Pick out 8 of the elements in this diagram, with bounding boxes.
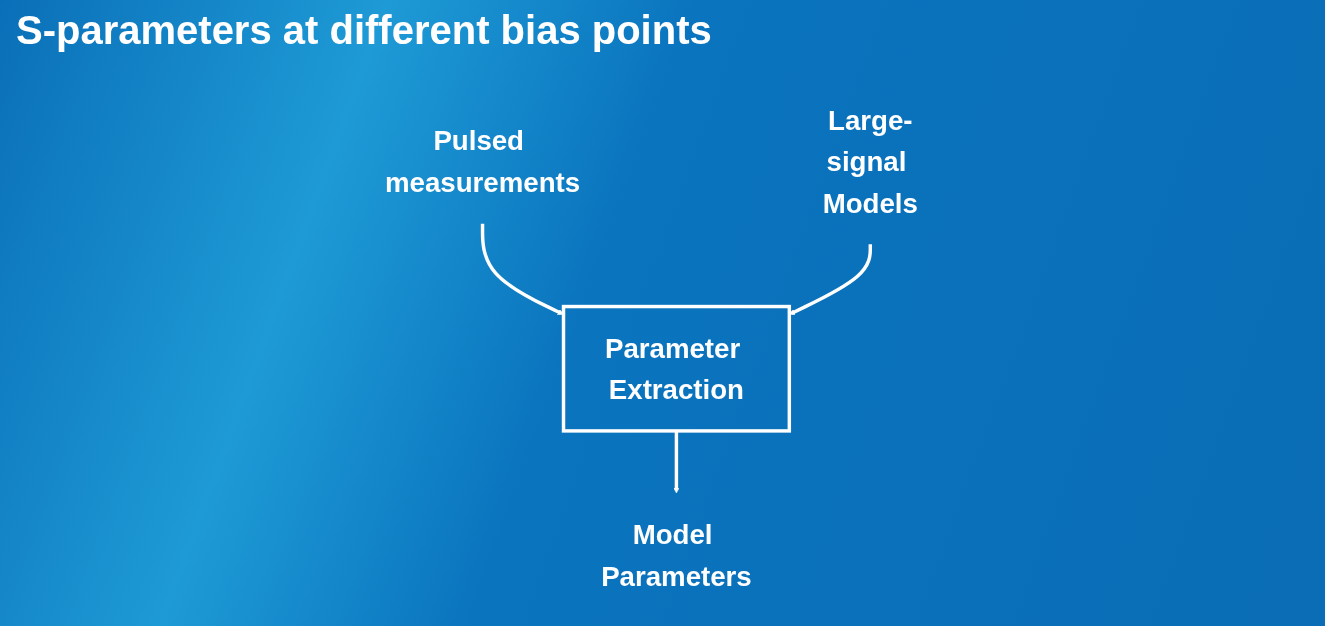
arrow (789, 244, 873, 315)
arrow (481, 223, 565, 315)
node-text: Model Parameters (601, 519, 753, 592)
node-text: Large-signal Models (823, 104, 919, 219)
arrow (673, 430, 680, 494)
input-label: S-parameters at different bias points (16, 8, 712, 53)
node-box: Parameter Extraction (562, 304, 792, 433)
node-text: Pulsed measurements (385, 125, 581, 198)
